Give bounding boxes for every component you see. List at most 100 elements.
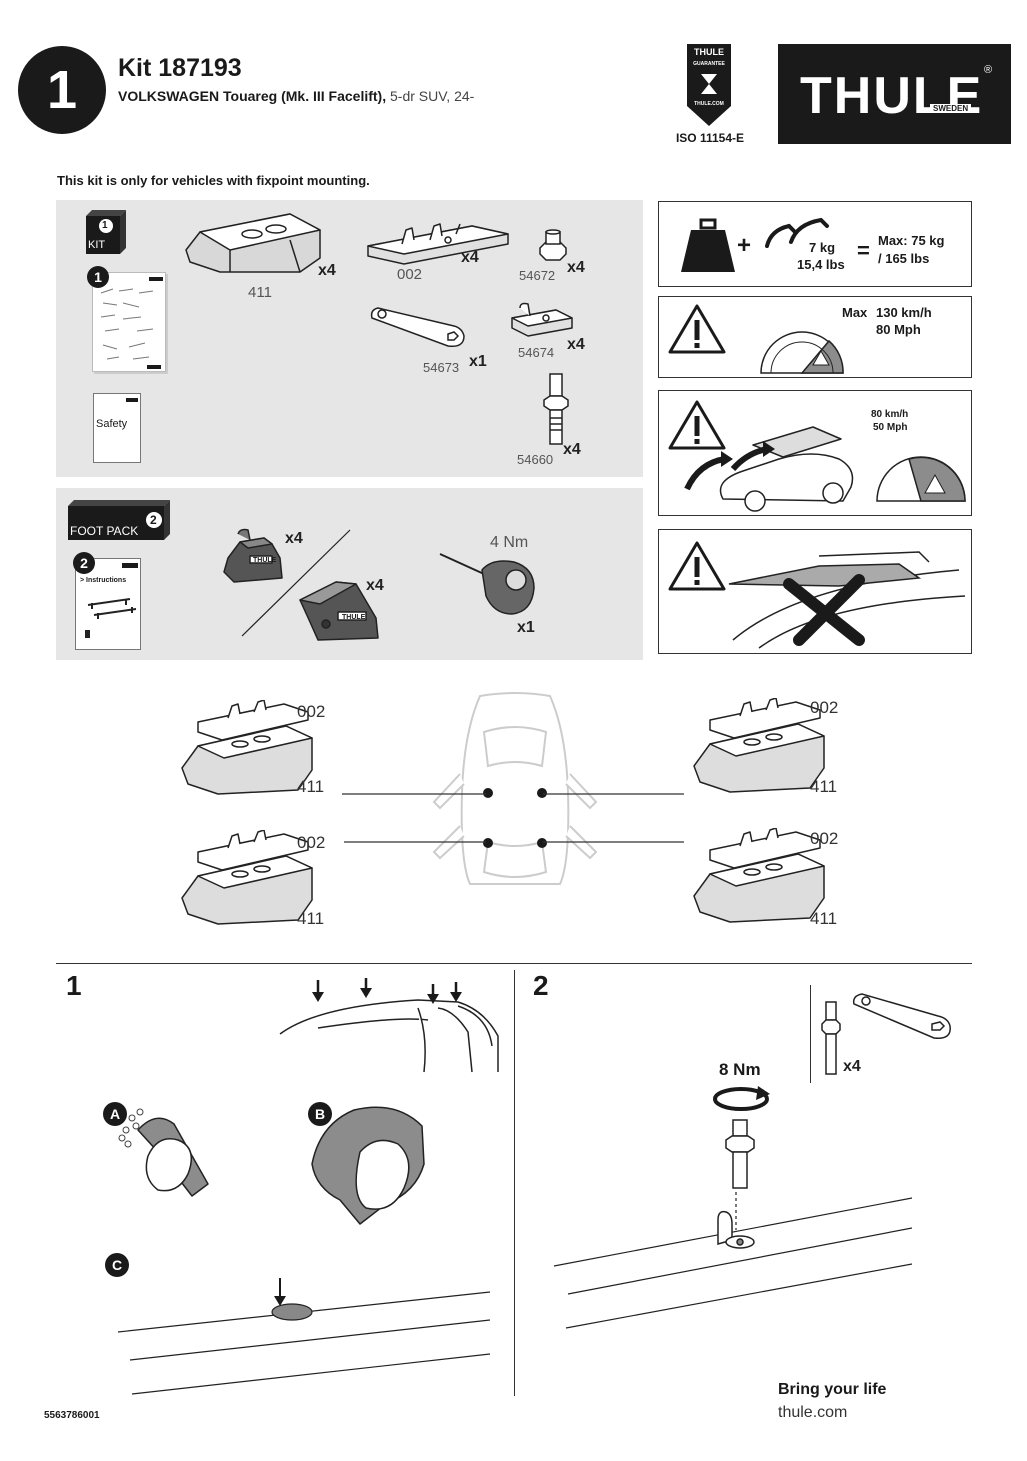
guarantee-shield-icon [687,44,731,126]
foot-pack-box-icon [68,500,170,540]
key-part-icon [852,993,951,1039]
weight-icon [681,218,735,272]
speed-load-mph: 50 Mph [873,422,908,433]
step-2-torque: 8 Nm [719,1060,761,1079]
safety-booklet: Safety [93,393,141,463]
part-411-qty: x4 [318,262,336,279]
position-leader-lines [342,793,684,843]
manual-page-illustration [100,277,163,369]
front-right-part-002: 002 [810,698,839,717]
part-54660-id: 54660 [517,452,554,467]
speed-limit-box: Max 130 km/h 80 Mph [658,296,972,378]
step-2-number: 2 [533,970,549,1001]
assembly-front-right-illustration [693,698,825,793]
rear-right-part-002: 002 [810,829,839,848]
kit-box-icon [86,210,126,254]
speedometer-icon [760,331,844,374]
foot-b-logo: THULE [342,614,366,621]
foot-pack-badge: 2 FOOT PACK [66,498,172,540]
steps-divider-vertical [514,970,515,1396]
no-roof-contact-box [658,529,972,654]
wipe-with-cloth-illustration [311,1106,425,1225]
vehicle-details: 5-dr SUV, 24- [386,88,475,104]
sub-step-c-label: C [111,1257,123,1273]
load-max-kg: Max: 75 kg [878,233,945,248]
assembly-front-left-illustration [181,700,313,795]
rotate-clockwise-icon [713,1086,770,1111]
bolt-part-icon [821,1001,841,1075]
foot-a-logo: THULE [253,557,277,564]
iso-label: ISO 11154-E [675,131,745,145]
speed-load-kmh: 80 km/h [871,409,909,420]
part-002-qty: x4 [461,249,479,266]
safety-logo-mark [126,398,138,402]
kit-badge-number: 1 [102,220,108,231]
plus-sign: + [737,232,752,259]
bolt-qty: x4 [843,1058,861,1075]
roof-fixpoint-illustration [279,978,499,1073]
load-max-lbs: / 165 lbs [878,251,930,266]
thule-logo: THULE SWEDEN ® [778,44,1011,144]
footer-tagline: Bring your life [778,1381,887,1398]
part-54674-illustration [511,302,573,337]
part-54673-id: 54673 [423,360,460,375]
kit-contents-panel: 1 KIT 1 Safety 411 x4 [56,200,643,477]
part-54672-id: 54672 [519,268,556,283]
sub-step-b-badge: B [308,1102,332,1126]
foot-manual-bars-illustration [85,598,137,638]
part-002-illustration [367,223,509,265]
part-54673-qty: x1 [469,353,487,370]
torque-tool-illustration [439,553,535,615]
foot-manual-caption: > Instructions [80,577,127,584]
step-1-number: 1 [66,970,82,1001]
speed-max-label: Max [842,305,868,320]
tool-torque: 4 Nm [490,534,529,551]
load-weight-kg: 7 kg [809,240,836,255]
foot-b-qty: x4 [366,577,384,594]
vehicle-model: VOLKSWAGEN Touareg (Mk. III Facelift), [118,88,387,104]
roof-rail-install-illustration [553,1192,913,1329]
step-2-parts-divider [810,985,811,1083]
step-number: 1 [46,60,78,120]
clean-with-cloth-illustration [118,1108,209,1197]
thule-logo-text: THULE [800,67,984,125]
kit-title: Kit 187193 [118,54,242,82]
safety-label: Safety [96,418,128,430]
warning-triangle-icon-3 [668,541,726,591]
kit-badge: 1 KIT [84,210,126,254]
warning-triangle-icon [668,304,726,354]
foot-divider [241,529,351,637]
assembly-rear-right-illustration [693,828,825,923]
guarantee-brand: THULE [694,47,724,57]
warning-triangle-icon-2 [668,400,726,450]
document-number: 5563786001 [44,1410,100,1421]
load-weight-lbs: 15,4 lbs [797,257,845,272]
rear-right-part-411: 411 [810,909,838,928]
speed-kmh: 130 km/h [876,305,932,320]
kit-instruction-manual [92,272,166,372]
load-speed-box: 80 km/h 50 Mph [658,390,972,516]
roof-bars-icon [765,217,829,248]
guarantee-url: THULE.COM [694,101,724,107]
part-54672-qty: x4 [567,259,585,276]
sub-step-b-label: B [314,1106,326,1122]
speedometer-icon-2 [876,456,966,502]
tool-qty: x1 [517,619,535,636]
roof-no-contact-illustration [728,551,966,649]
sub-step-a-label: A [109,1106,121,1122]
load-limit-box: + 7 kg 15,4 lbs = Max: 75 kg / 165 lbs [658,201,972,287]
assembly-rear-left-illustration [181,830,313,925]
foot-pack-manual: > Instructions [75,558,141,650]
sub-step-c-badge: C [105,1253,129,1277]
steps-divider-horizontal [56,963,972,964]
rear-left-part-002: 002 [297,833,326,852]
rear-left-part-411: 411 [297,909,325,928]
foot-manual-number: 2 [80,555,88,571]
fixpoint-notice: This kit is only for vehicles with fixpo… [57,173,370,188]
footer-url[interactable]: thule.com [778,1404,848,1421]
part-002-id: 002 [397,266,423,283]
thule-logo-reg: ® [984,64,993,76]
front-left-part-411: 411 [297,777,325,796]
kit-manual-number: 1 [94,269,102,285]
foot-a-illustration [223,528,283,583]
